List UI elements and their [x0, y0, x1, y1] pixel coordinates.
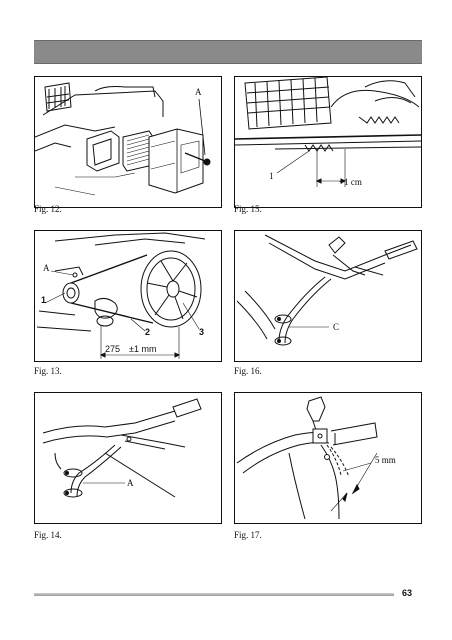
figure-15-illustration: 1 +1 cm	[234, 76, 422, 208]
fig13-callout-tolerance: ±1 mm	[129, 344, 156, 354]
fig13-caption: Fig. 13.	[34, 366, 62, 376]
fig17-caption: Fig. 17.	[234, 530, 262, 540]
fig13-callout-2: 2	[145, 327, 150, 337]
figure-14-illustration: A	[34, 392, 222, 524]
fig13-callout-1: 1	[41, 295, 46, 305]
figure-16-illustration: C	[234, 230, 422, 362]
fig16-caption: Fig. 16.	[234, 366, 262, 376]
figure-13-illustration: A 1 2 3 275 ±1 mm	[34, 230, 222, 362]
fig12-callout-a: A	[195, 87, 202, 97]
fig15-caption: Fig. 15.	[234, 204, 262, 214]
page-number: 63	[402, 588, 413, 598]
figure-12-illustration: A	[34, 76, 222, 208]
fig12-caption: Fig. 12.	[34, 204, 62, 214]
footer-rule	[34, 593, 394, 596]
fig17-callout-5mm: 5 mm	[375, 455, 396, 465]
fig14-callout-a: A	[127, 478, 134, 488]
fig13-callout-a: A	[43, 263, 50, 273]
figure-17-illustration: 5 mm	[234, 392, 422, 524]
fig13-callout-3: 3	[199, 327, 204, 337]
fig14-caption: Fig. 14.	[34, 530, 62, 540]
fig16-callout-c: C	[333, 322, 339, 332]
fig13-callout-275: 275	[105, 344, 120, 354]
section-header-bar	[34, 40, 422, 64]
fig15-callout-1cm: +1 cm	[339, 177, 362, 187]
fig15-callout-1: 1	[269, 171, 274, 181]
